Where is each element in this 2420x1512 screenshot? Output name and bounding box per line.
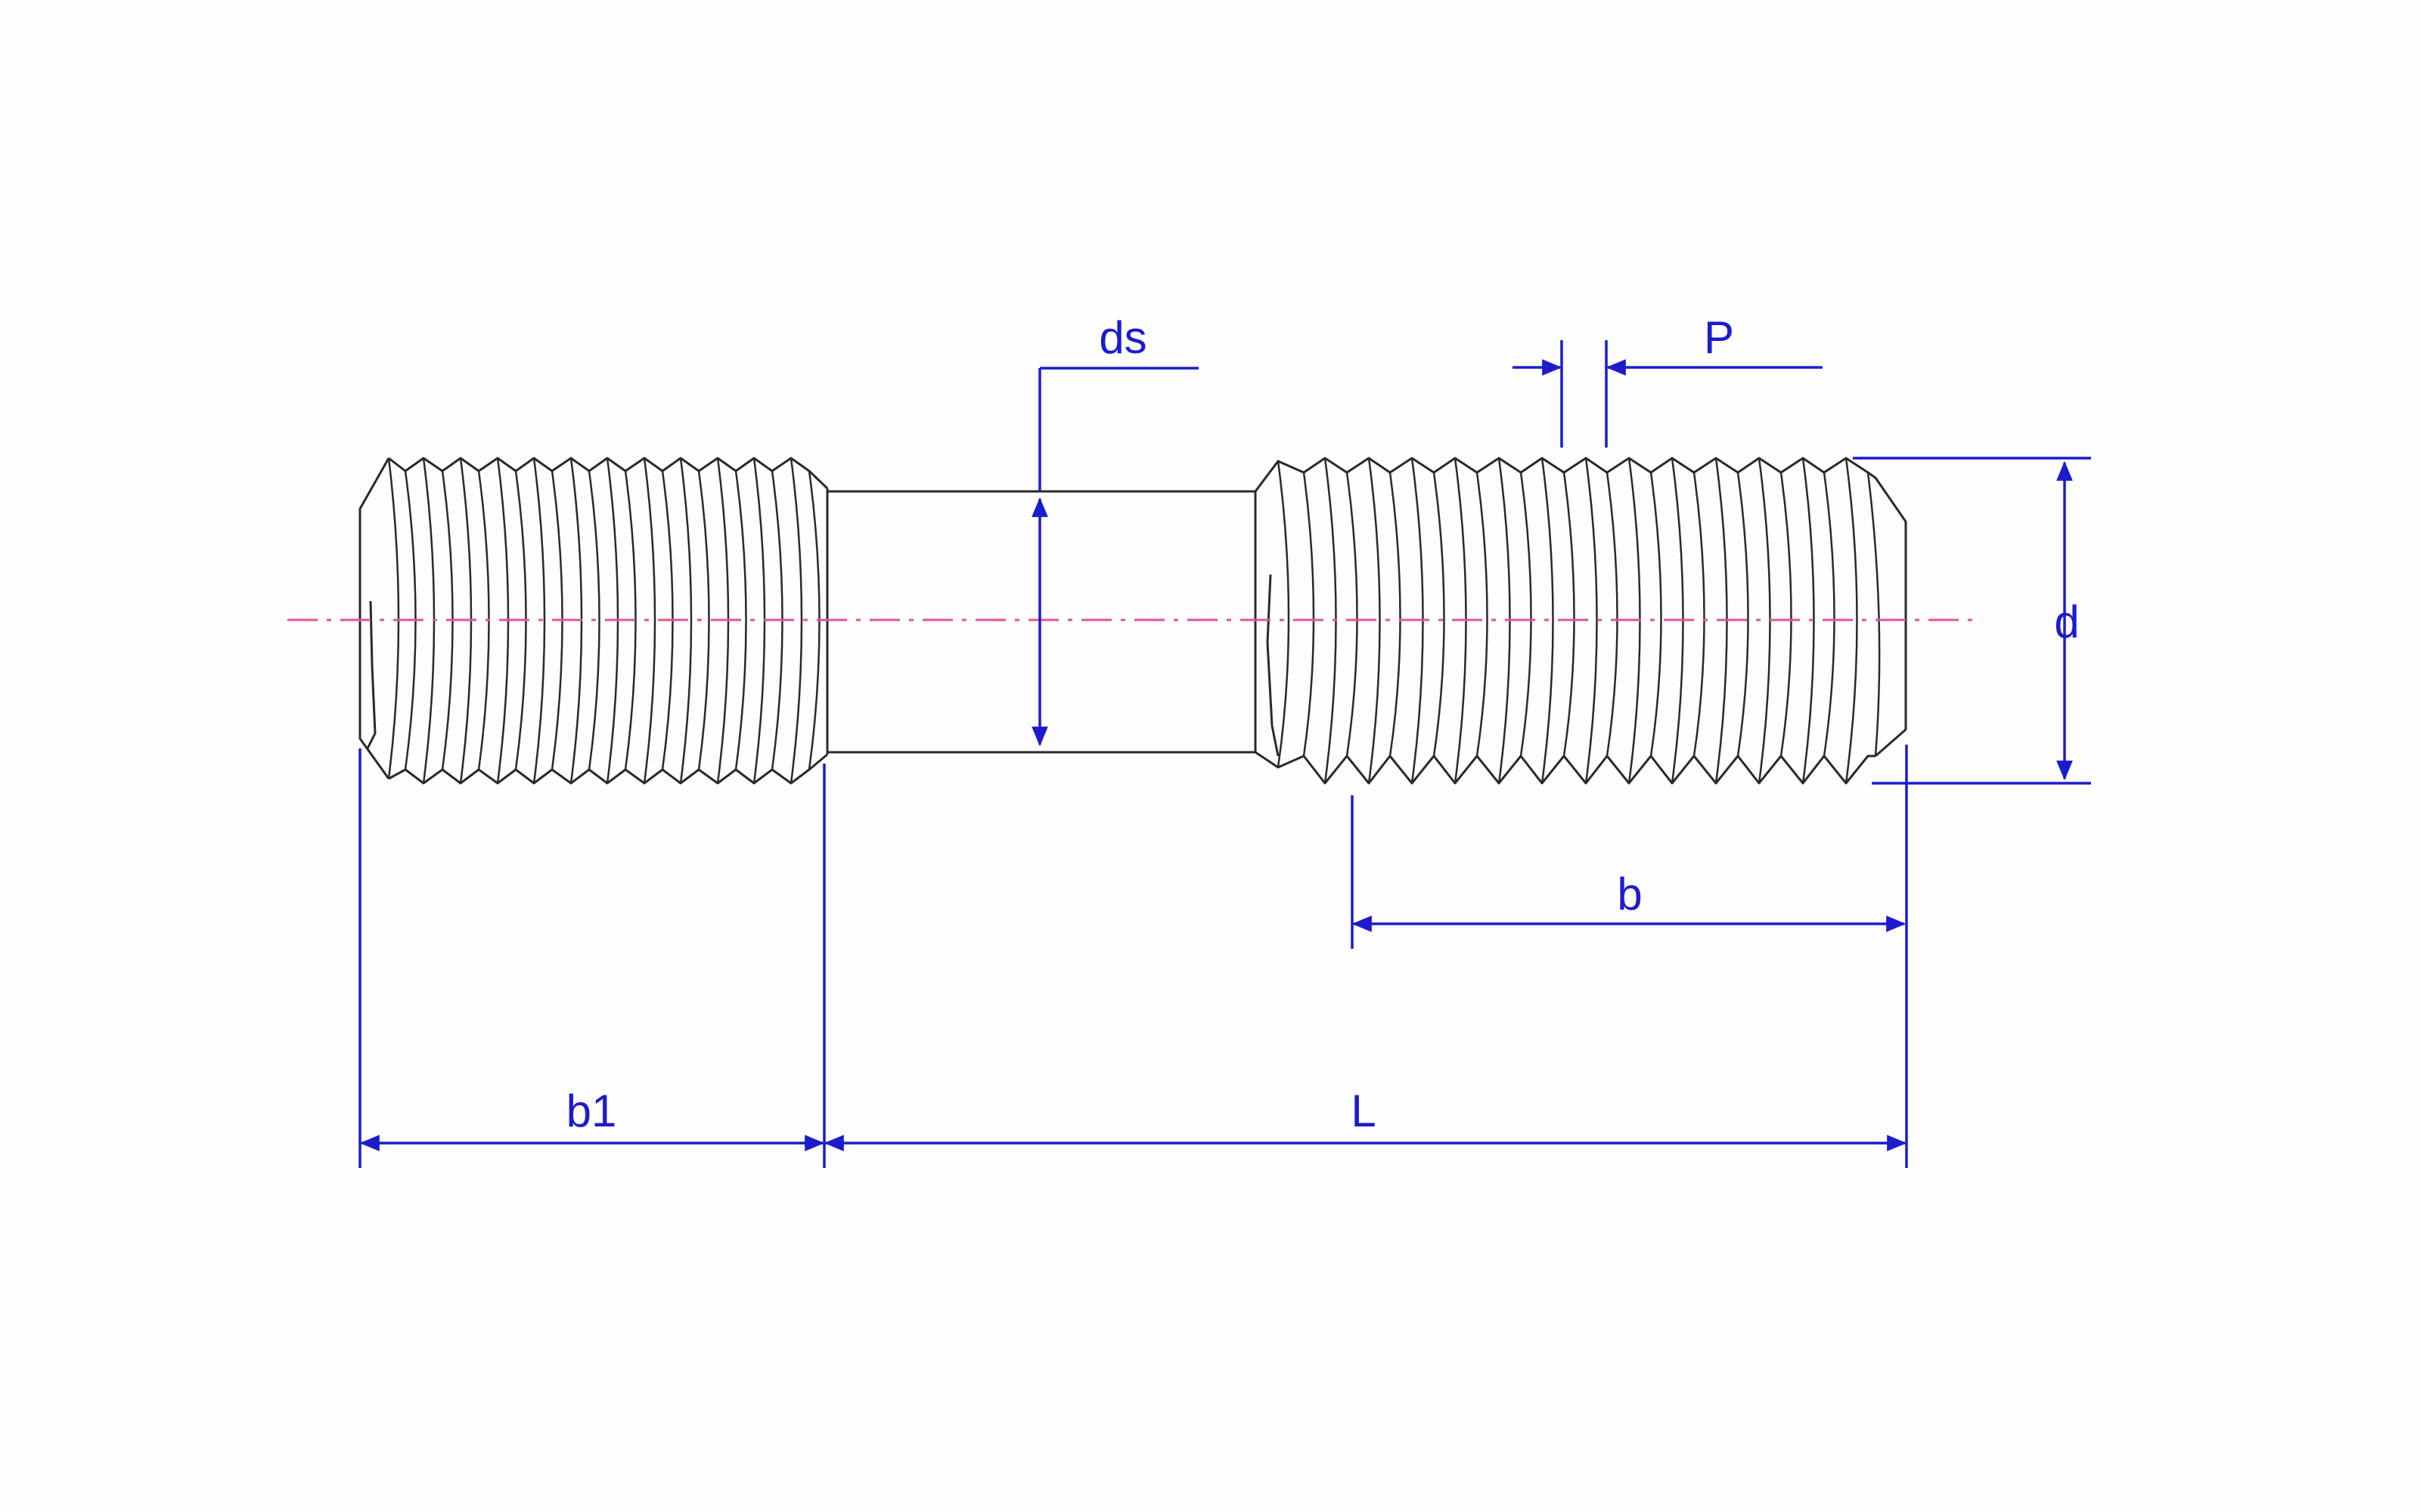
- dimension-P: [1512, 340, 1823, 448]
- dimension-labels: ds P d b b1 L: [566, 312, 2080, 1136]
- shank: [827, 490, 1255, 754]
- right-thread-start-mark: [1266, 574, 1280, 757]
- label-b1: b1: [566, 1086, 617, 1136]
- label-b: b: [1617, 869, 1642, 919]
- dimension-d: [1853, 457, 2091, 785]
- left-thread-chamfer: [358, 457, 390, 779]
- label-P: P: [1704, 312, 1734, 363]
- label-L: L: [1351, 1086, 1376, 1136]
- dimension-ds: [1032, 367, 1199, 747]
- label-d: d: [2054, 596, 2079, 647]
- left-thread-start-mark: [366, 600, 377, 749]
- dimensions: [358, 340, 2091, 1168]
- dimension-b: [1351, 795, 1907, 949]
- right-thread-profile-bottom: [1255, 751, 1876, 785]
- label-ds: ds: [1099, 312, 1146, 363]
